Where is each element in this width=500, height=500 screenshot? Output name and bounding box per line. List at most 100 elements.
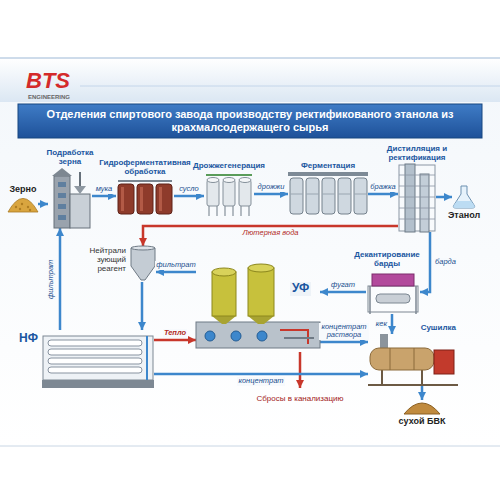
pile-illustration [404,400,440,414]
ferment-illustration [288,172,368,216]
flow-arrow [421,386,424,400]
decanter-frame [368,286,418,312]
grain-dot [19,208,21,210]
neutralizer-tank: Нейтрали зующий реагент [130,246,156,282]
tank-band [306,194,319,195]
flow-arrow [254,193,288,196]
yeast-pipe [206,174,252,176]
grain-dot [27,206,29,208]
title-band [18,104,482,138]
process-stage: Гидроферментативная обработка [116,178,174,214]
flow-arrow [92,195,116,198]
node-label: Ферментация [301,161,355,170]
silo-top [248,264,274,272]
flow-arrow [320,341,368,344]
decanter-leg [415,286,417,314]
ethanol-flask [453,186,474,208]
drum-ring [390,348,391,370]
process-stage: Декантирование барды [366,270,420,314]
process-stage: Дистилляция и ректификация [398,164,436,232]
nf-base [42,380,154,388]
ferment-tank [354,178,367,214]
slide-title: Отделения спиртового завода производству… [24,104,476,138]
uf-illustration [196,262,320,350]
tank-top [131,246,155,250]
tank-highlight [140,187,143,211]
flow-label: концентрат раствора [319,323,369,340]
header-rule [0,58,500,59]
frame-deck [399,208,435,209]
flow-label: мука [95,185,114,194]
distill-column [420,174,429,232]
yeast-illustration [204,172,254,216]
mill-window [58,182,66,187]
nf-frame [43,336,153,380]
node-label: Гидроферментативная обработка [93,158,197,176]
node-label: Сушилка [421,323,456,332]
ferment-platform [288,172,368,176]
ferment-tank [290,178,303,214]
drum-ring [414,348,415,370]
grain-pile [8,198,38,212]
decanter-leg [369,286,371,314]
discharge-arrow [299,352,302,388]
nanofiltration-unit: НФ [42,330,154,388]
flow-label: бражка [369,183,396,192]
flow-arrow [156,271,196,274]
hydro-pipe [118,180,172,182]
hydro-tank [137,184,153,214]
grain-dot [21,203,23,205]
tank-band [290,194,303,195]
uf-silo [212,272,236,316]
flow-label: фильтрат [155,261,196,270]
node-label: НФ [19,332,38,346]
flow-arrow [320,291,366,294]
product-output: сухой БВК [404,400,440,414]
flow-arrow [368,193,398,196]
mill-window [58,215,66,220]
vessel-top [223,178,235,183]
dryer-leg [381,370,383,385]
frame-deck [399,197,435,198]
flow-label: барда [434,258,457,267]
input-material: Зерно [8,196,38,212]
discharge-label: Сбросы в канализацию [257,394,344,403]
flow-arrow [154,339,196,342]
flow-arrow [38,203,48,206]
flow-label: дрожжи [257,183,286,192]
ferment-tank [306,178,319,214]
uf-skid [196,322,320,348]
decanter-illustration [366,270,420,314]
flow-arrow [143,226,398,246]
dryer-stack [380,334,388,348]
frame-deck [399,175,435,176]
uf-pump [231,331,241,341]
flow-label: кек [375,320,388,329]
tank-highlight [159,187,162,211]
flow-label: сусло [178,185,200,194]
dryer-unit: Сушилка [368,334,458,386]
neutralizer-tank [131,248,155,280]
slide-bottom-rule [0,446,500,447]
mill-annex [70,194,90,228]
uf-pump [205,331,215,341]
flask-liquid [453,201,474,208]
mill-window [58,193,66,198]
dryer-illustration [368,334,458,386]
uf-pipe [284,337,314,339]
flow-arrow [141,282,144,330]
membrane-housing [48,358,142,364]
decanter-top [372,274,414,286]
tank-illustration [130,246,156,282]
dryer-drum [370,348,434,370]
ferment-tank [322,178,335,214]
membrane-housing [48,349,142,355]
mill-window [58,204,66,209]
flow-arrow [391,314,394,334]
distill-frame [399,165,435,231]
membrane-housing [48,367,142,373]
decanter-drum [376,294,410,303]
node-label: сухой БВК [399,416,446,426]
node-label: Дистилляция и ректификация [384,144,450,162]
uf-silo [248,268,274,316]
